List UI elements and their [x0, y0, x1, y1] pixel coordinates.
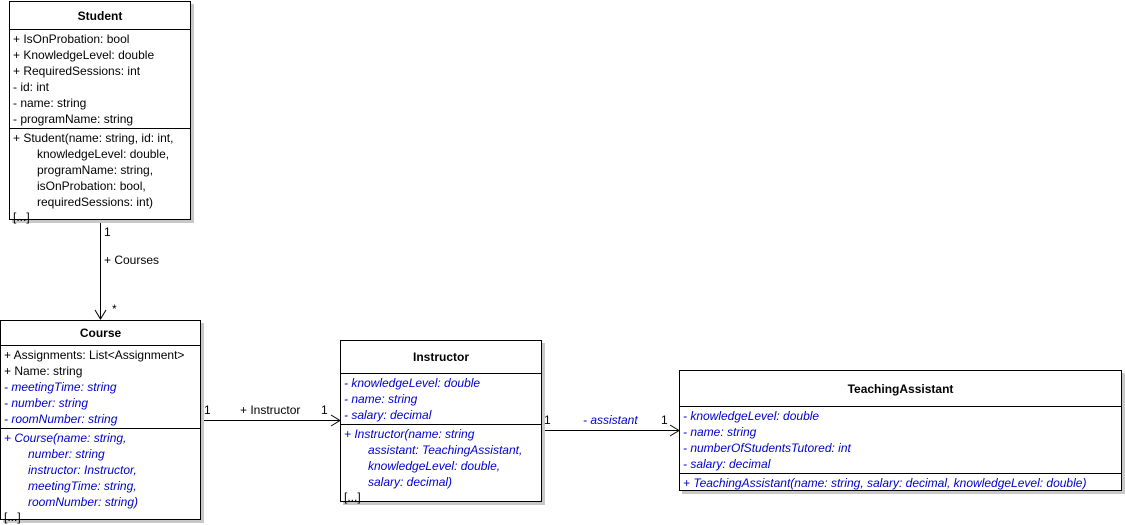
attribute: + RequiredSessions: int — [13, 64, 141, 78]
attribute: - name: string — [344, 392, 418, 406]
operation-continuation: meetingTime: string, — [28, 479, 137, 493]
course-instructor-target-multiplicity: 1 — [321, 403, 328, 417]
class-student-operations: + Student(name: string, id: int, knowled… — [10, 128, 190, 225]
instructor-assistant-source-multiplicity: 1 — [544, 413, 551, 427]
attribute: - meetingTime: string — [4, 380, 117, 394]
class-teaching-assistant-attributes: - knowledgeLevel: double - name: string … — [680, 407, 1121, 473]
operation-continuation: knowledgeLevel: double, — [368, 459, 501, 473]
operation: + Course(name: string, — [4, 431, 127, 445]
class-instructor-operations: + Instructor(name: string assistant: Tea… — [341, 424, 541, 505]
class-student-attributes: + IsOnProbation: bool + KnowledgeLevel: … — [10, 30, 190, 128]
class-course-attributes: + Assignments: List<Assignment> + Name: … — [1, 346, 200, 428]
class-course-operations: + Course(name: string, number: string in… — [1, 428, 200, 525]
operation-continuation: roomNumber: string) — [28, 495, 139, 509]
operation-continuation: requiredSessions: int) — [37, 195, 154, 209]
operation: + Student(name: string, id: int, — [13, 131, 174, 145]
operation: + TeachingAssistant(name: string, salary… — [683, 476, 1087, 490]
attribute: - name: string — [13, 96, 87, 110]
attribute: - roomNumber: string — [4, 412, 118, 426]
student-courses-target-multiplicity: * — [112, 302, 117, 316]
class-instructor-attributes: - knowledgeLevel: double - name: string … — [341, 374, 541, 424]
attribute: - number: string — [4, 396, 89, 410]
attribute: - numberOfStudentsTutored: int — [683, 441, 851, 455]
instructor-assistant-role: - assistant — [583, 413, 638, 427]
class-instructor[interactable]: Instructor - knowledgeLevel: double - na… — [340, 340, 542, 505]
attribute: - knowledgeLevel: double — [344, 376, 481, 390]
operation-continuation: instructor: Instructor, — [28, 463, 137, 477]
attribute: + Name: string — [4, 364, 83, 378]
attribute: - id: int — [13, 80, 50, 94]
more-members-indicator: [...] — [4, 510, 21, 524]
more-members-indicator: [...] — [13, 210, 30, 224]
operation-continuation: number: string — [28, 447, 105, 461]
instructor-assistant-target-multiplicity: 1 — [661, 413, 668, 427]
operation-continuation: knowledgeLevel: double, — [37, 147, 170, 161]
attribute: - programName: string — [13, 112, 134, 126]
class-student-name: Student — [10, 2, 190, 30]
class-teaching-assistant[interactable]: TeachingAssistant - knowledgeLevel: doub… — [679, 370, 1122, 491]
course-instructor-role: + Instructor — [240, 403, 301, 417]
student-courses-role: + Courses — [104, 253, 160, 267]
class-instructor-name: Instructor — [341, 341, 541, 374]
operation-continuation: assistant: TeachingAssistant, — [368, 443, 523, 457]
attribute: - name: string — [683, 425, 757, 439]
course-instructor-source-multiplicity: 1 — [204, 403, 211, 417]
class-teaching-assistant-operations: + TeachingAssistant(name: string, salary… — [680, 473, 1121, 492]
attribute: - knowledgeLevel: double — [683, 409, 820, 423]
more-members-indicator: [...] — [344, 490, 361, 504]
student-courses-source-multiplicity: 1 — [104, 225, 111, 239]
operation-continuation: isOnProbation: bool, — [37, 179, 146, 193]
attribute: + IsOnProbation: bool — [13, 32, 130, 46]
operation-continuation: programName: string, — [37, 163, 154, 177]
attribute: - salary: decimal — [344, 408, 432, 422]
student-course-arrowhead — [94, 309, 107, 320]
class-student[interactable]: Student + IsOnProbation: bool + Knowledg… — [9, 1, 191, 224]
class-course[interactable]: Course + Assignments: List<Assignment> +… — [0, 320, 201, 524]
operation-continuation: salary: decimal) — [368, 475, 453, 489]
class-teaching-assistant-name: TeachingAssistant — [680, 371, 1121, 407]
operation: + Instructor(name: string — [344, 427, 475, 441]
attribute: + Assignments: List<Assignment> — [4, 348, 185, 362]
class-course-name: Course — [1, 321, 200, 346]
attribute: + KnowledgeLevel: double — [13, 48, 155, 62]
attribute: - salary: decimal — [683, 457, 771, 471]
